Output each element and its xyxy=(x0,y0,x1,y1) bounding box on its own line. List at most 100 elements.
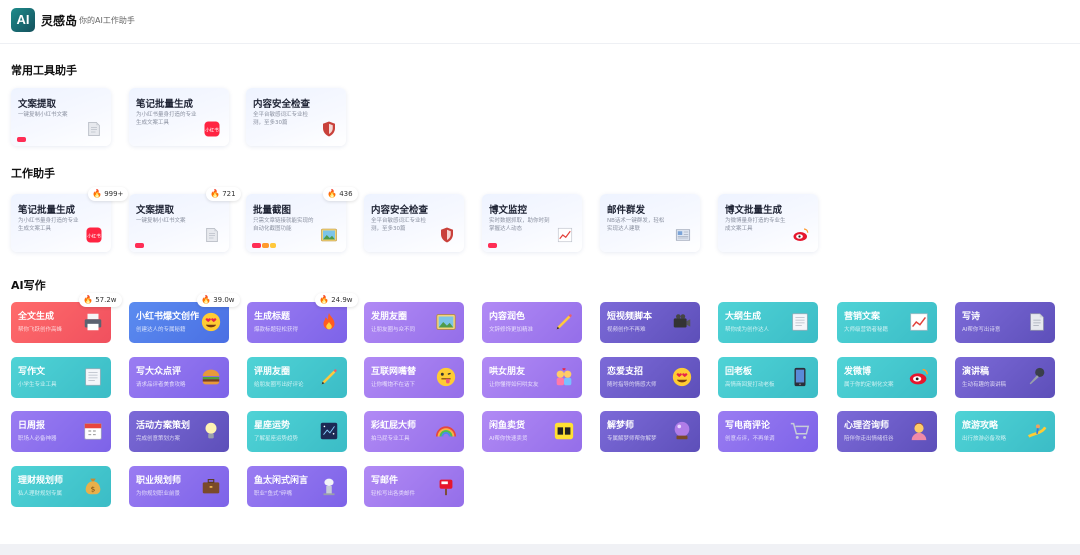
ai-tool-card[interactable]: 恋爱支招随时指导的情感大师 xyxy=(600,357,700,398)
ai-tool-card[interactable]: 评朋友圈给朋友圈写出好评论 xyxy=(247,357,347,398)
card-title: 小红书爆文创作 xyxy=(136,312,200,322)
ai-tool-card[interactable]: 星座运势了解星座运势趋势 xyxy=(247,411,347,452)
ai-tool-card[interactable]: 发微博属于你的定制化文案 xyxy=(837,357,937,398)
ai-tool-card[interactable]: 心理咨询师陪伴你走出情绪低谷 xyxy=(837,411,937,452)
usage-count: 999+ xyxy=(101,190,124,198)
work-tool-card[interactable]: 文案提取一键复制小红书文案 xyxy=(129,194,229,252)
ai-tool-card[interactable]: 旅游攻略出行旅游必备攻略 xyxy=(955,411,1055,452)
ai-tool-card[interactable]: 回老板高情商回复打动老板 xyxy=(718,357,818,398)
chart-icon xyxy=(556,226,574,244)
card-title: 博文监控 xyxy=(489,205,528,216)
ai-tool-card[interactable]: 鱼太闲式闲言职业"鱼式"碎嘴 xyxy=(247,466,347,507)
card-title: 笔记批量生成 xyxy=(136,99,194,110)
card-title: 文案提取 xyxy=(136,205,175,216)
xiaohongshu-icon: 小红书 xyxy=(85,226,103,244)
usage-count-badge: 🔥 57.2w xyxy=(79,293,122,307)
card-description: 让朋友圈与众不同 xyxy=(371,327,416,333)
card-description: 出行旅游必备攻略 xyxy=(962,436,1007,442)
work-tool-card[interactable]: 博文批量生成为微博量身打造的专业生成文案工具 xyxy=(718,194,818,252)
card-description: 为你规划职业前景 xyxy=(136,491,181,497)
card-description: 属于你的定制化文案 xyxy=(844,382,894,388)
card-title: 彩虹屁大师 xyxy=(371,421,417,431)
ai-tool-card[interactable]: 彩虹屁大师拍马屁专业工具 xyxy=(364,411,464,452)
hot-tag xyxy=(488,243,497,248)
card-title: 写电商评论 xyxy=(725,421,771,431)
section-title-common: 常用工具助手 xyxy=(11,64,77,77)
ai-tool-card[interactable]: 活动方案策划完成创意策划方案 xyxy=(129,411,229,452)
card-description: 高情商回复打动老板 xyxy=(725,382,775,388)
ai-tool-card[interactable]: 写邮件轻松写出各类邮件 xyxy=(364,466,464,507)
card-description: 为小红书量身打造的专业生成文案工具 xyxy=(136,112,197,126)
ai-tool-card[interactable]: 写作文小学生专业工具 xyxy=(11,357,111,398)
ai-tool-card[interactable]: 内容润色文辞修饰更加精准 xyxy=(482,302,582,343)
surf-icon xyxy=(1026,420,1048,442)
briefcase-icon xyxy=(200,475,222,497)
usage-count-badge: 🔥 24.9w xyxy=(315,293,358,307)
ai-tool-card[interactable]: 互联网嘴替让你嘴炮不在话下 xyxy=(364,357,464,398)
ai-tool-card[interactable]: 全文生成帮你飞跃创作高峰 xyxy=(11,302,111,343)
document-icon xyxy=(203,226,221,244)
card-title: 恋爱支招 xyxy=(607,367,644,377)
ai-tool-card[interactable]: 短视频脚本视频创作不再难 xyxy=(600,302,700,343)
work-tool-card[interactable]: 内容安全检查全平台敏感词汇专业检测，至多30篇 xyxy=(364,194,464,252)
card-title: 心理咨询师 xyxy=(844,421,890,431)
memo-icon xyxy=(82,366,104,388)
card-title: 写诗 xyxy=(962,312,981,322)
work-tool-card[interactable]: 博文监控实时数据抓取，助你时刻掌握达人动态 xyxy=(482,194,582,252)
newspaper-icon xyxy=(674,226,692,244)
card-description: 一键复制小红书文案 xyxy=(136,218,186,224)
common-tool-card[interactable]: 内容安全检查全平台敏感词汇专业检测，至多30篇 xyxy=(246,88,346,146)
fire-icon: 🔥 xyxy=(83,295,93,304)
svg-text:$: $ xyxy=(91,485,96,494)
card-description: 实时数据抓取，助你时刻掌握达人动态 xyxy=(489,218,550,232)
trend-icon xyxy=(908,311,930,333)
fire-icon xyxy=(318,311,340,333)
card-title: 回老板 xyxy=(725,367,753,377)
ai-tool-card[interactable]: 解梦师专属解梦师帮你解梦 xyxy=(600,411,700,452)
ai-tool-card[interactable]: 小红书爆文创作创建达人的专属秘籍 xyxy=(129,302,229,343)
ai-tool-card[interactable]: 职业规划师为你规划职业前景 xyxy=(129,466,229,507)
card-description: 拍马屁专业工具 xyxy=(371,436,410,442)
ai-tool-card[interactable]: 哄女朋友让你懂得如何哄女友 xyxy=(482,357,582,398)
card-description: 一键复制小红书文案 xyxy=(18,112,68,118)
shield-icon xyxy=(320,120,338,138)
ai-tool-card[interactable]: 理财规划师私人理财规划专属$ xyxy=(11,466,111,507)
ai-tool-card[interactable]: 营销文案大师级营销者秘籍 xyxy=(837,302,937,343)
ai-tool-card[interactable]: 生成标题爆款标题轻松获得 xyxy=(247,302,347,343)
ai-tool-card[interactable]: 演讲稿生动有趣的演讲稿 xyxy=(955,357,1055,398)
card-title: 笔记批量生成 xyxy=(18,205,76,216)
card-title: 生成标题 xyxy=(254,312,291,322)
card-description: 让你嘴炮不在话下 xyxy=(371,382,416,388)
usage-count: 24.9w xyxy=(328,296,353,304)
section-title-work: 工作助手 xyxy=(11,167,55,180)
ai-tool-card[interactable]: 写大众点评请求品评者美食攻略 xyxy=(129,357,229,398)
tongue-icon xyxy=(435,366,457,388)
fire-icon: 🔥 xyxy=(92,189,102,198)
work-tool-card[interactable]: 批量截图只需文章链接就能实现的自动化截图功能 xyxy=(246,194,346,252)
microphone-icon xyxy=(1026,366,1048,388)
card-title: 哄女朋友 xyxy=(489,367,526,377)
card-title: 闲鱼卖货 xyxy=(489,421,526,431)
ai-tool-card[interactable]: 日周报职场人必备神器 xyxy=(11,411,111,452)
card-title: 大纲生成 xyxy=(725,312,762,322)
phone-icon xyxy=(789,366,811,388)
ai-tool-card[interactable]: 发朋友圈让朋友圈与众不同 xyxy=(364,302,464,343)
work-tool-card[interactable]: 笔记批量生成为小红书量身打造的专业生成文案工具小红书 xyxy=(11,194,111,252)
app-header: AI 灵感岛 你的AI工作助手 xyxy=(0,0,1080,44)
calendar-icon xyxy=(82,420,104,442)
card-title: 内容安全检查 xyxy=(371,205,429,216)
card-title: 写作文 xyxy=(18,367,46,377)
ai-tool-card[interactable]: 写电商评论创意点评，不再单调 xyxy=(718,411,818,452)
card-description: 为微博量身打造的专业生成文案工具 xyxy=(725,218,786,232)
common-tool-card[interactable]: 笔记批量生成为小红书量身打造的专业生成文案工具小红书 xyxy=(129,88,229,146)
card-description: 轻松写出各类邮件 xyxy=(371,491,416,497)
card-description: 私人理财规划专属 xyxy=(18,491,63,497)
ai-tool-card[interactable]: 大纲生成帮你成为创作达人 xyxy=(718,302,818,343)
burger-icon xyxy=(200,366,222,388)
app-logo[interactable]: AI xyxy=(11,8,35,32)
tag-icon xyxy=(262,243,269,248)
common-tool-card[interactable]: 文案提取一键复制小红书文案 xyxy=(11,88,111,146)
